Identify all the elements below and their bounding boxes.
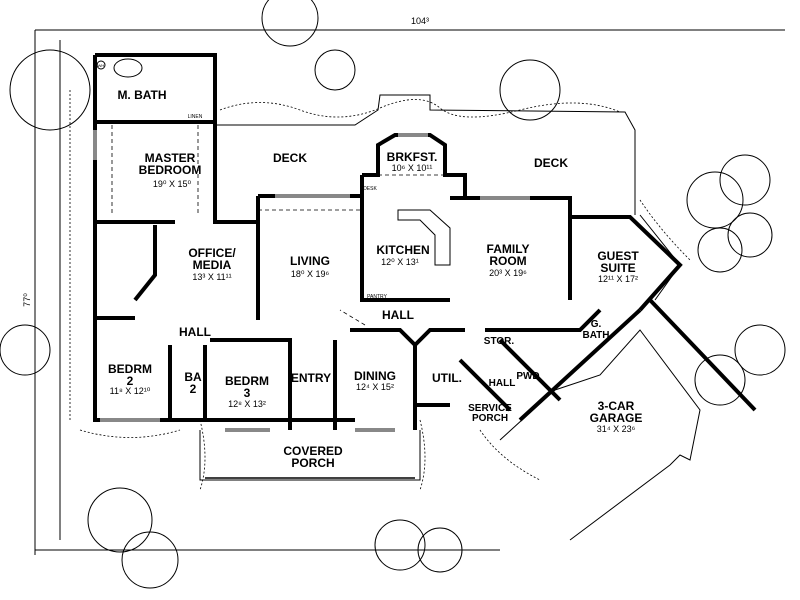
room-guest-suite: GUEST — [597, 249, 639, 263]
room-bedroom-3: BEDRM — [225, 374, 269, 388]
depth-dimension: 77⁰ — [22, 293, 32, 307]
room-utility: UTIL. — [432, 371, 462, 385]
room-family-line2: ROOM — [489, 254, 526, 268]
walls — [93, 53, 757, 430]
room-m-bath: M. BATH — [117, 88, 166, 102]
deck-left: DECK — [273, 151, 307, 165]
master-bedroom-size: 19⁰ X 15⁰ — [153, 179, 192, 189]
room-powder: PWD — [516, 371, 539, 382]
room-bedroom-2: BEDRM — [108, 362, 152, 376]
room-guest-bath: G. — [591, 319, 602, 330]
guest-suite-size: 12¹¹ X 17² — [598, 274, 638, 284]
width-dimension: 104³ — [411, 16, 429, 26]
room-kitchen: KITCHEN — [376, 243, 429, 257]
room-garage: 3-CAR — [598, 399, 635, 413]
hall-left: HALL — [179, 325, 211, 339]
room-master-bedroom: MASTER — [145, 151, 196, 165]
room-guest-suite-line2: SUITE — [600, 261, 635, 275]
service-porch: SERVICE — [468, 403, 512, 414]
family-room-size: 20³ X 19⁶ — [489, 268, 527, 278]
property-lines — [34, 29, 785, 555]
office-size: 13³ X 11¹¹ — [192, 272, 231, 282]
room-office-line2: MEDIA — [193, 258, 232, 272]
breakfast-size: 10⁶ X 10¹¹ — [392, 163, 433, 173]
room-bath-2: BA — [184, 370, 202, 384]
room-living: LIVING — [290, 254, 330, 268]
room-garage-line2: GARAGE — [590, 411, 643, 425]
deck-right: DECK — [534, 156, 568, 170]
desk-label: DESK — [363, 186, 377, 192]
living-size: 18⁰ X 19⁶ — [291, 269, 330, 279]
room-breakfast: BRKFST. — [387, 150, 438, 164]
hall-right: HALL — [489, 378, 516, 389]
room-guest-bath-line2: BATH — [582, 330, 609, 341]
room-family: FAMILY — [487, 242, 530, 256]
bedroom-3-size: 12⁸ X 13² — [228, 399, 266, 409]
service-porch-line2: PORCH — [472, 413, 508, 424]
pantry-label: PANTRY — [367, 294, 387, 300]
room-master-bedroom-line2: BEDROOM — [139, 163, 202, 177]
room-storage: STOR. — [484, 336, 515, 347]
linen-label: LINEN — [188, 114, 203, 120]
room-dining: DINING — [354, 369, 396, 383]
shrubs — [69, 90, 691, 491]
covered-porch-line2: PORCH — [291, 456, 334, 470]
entry: ENTRY — [291, 371, 331, 385]
trees — [0, 0, 786, 589]
room-bath-2-num: 2 — [190, 382, 197, 396]
bedroom-2-size: 11⁸ X 12¹⁰ — [110, 386, 151, 396]
partitions — [111, 125, 445, 326]
dining-size: 12⁴ X 15² — [356, 382, 394, 392]
kitchen-size: 12⁰ X 13¹ — [381, 257, 419, 267]
room-bedroom-2-num: 2 — [127, 374, 134, 388]
room-bedroom-3-num: 3 — [244, 386, 251, 400]
hall-center: HALL — [382, 308, 414, 322]
garage-size: 31⁴ X 23⁶ — [597, 424, 636, 434]
covered-porch: COVERED — [283, 444, 343, 458]
room-office: OFFICE/ — [188, 246, 236, 260]
water-heater-label: WH — [98, 63, 105, 68]
windows — [93, 130, 530, 432]
